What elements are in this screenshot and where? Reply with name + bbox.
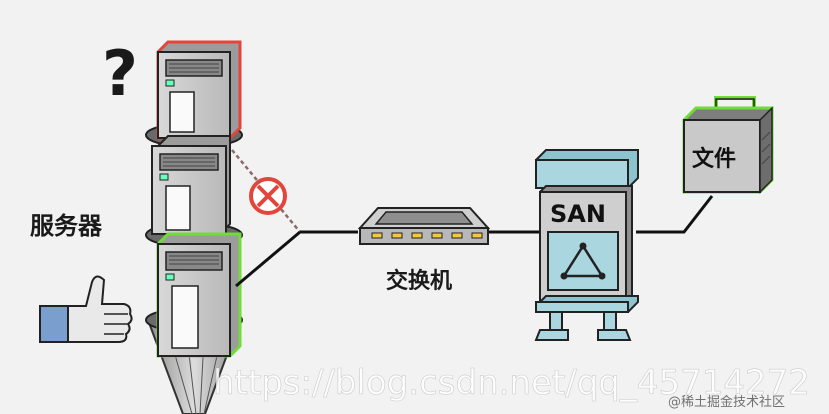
switch-device — [360, 208, 488, 244]
watermark-site: @稀土掘金技术社区 — [668, 394, 785, 410]
server-failed — [158, 42, 240, 138]
no-entry-icon — [251, 179, 285, 213]
servers-label: 服务器 — [30, 212, 103, 240]
file-label: 文件 — [692, 146, 736, 172]
file-box — [684, 98, 772, 192]
switch-label: 交换机 — [386, 268, 452, 294]
san-label: SAN — [550, 200, 606, 228]
san-device — [536, 150, 638, 340]
server-middle — [152, 136, 230, 234]
server-healthy — [158, 234, 240, 356]
question-mark: ? — [102, 37, 138, 110]
